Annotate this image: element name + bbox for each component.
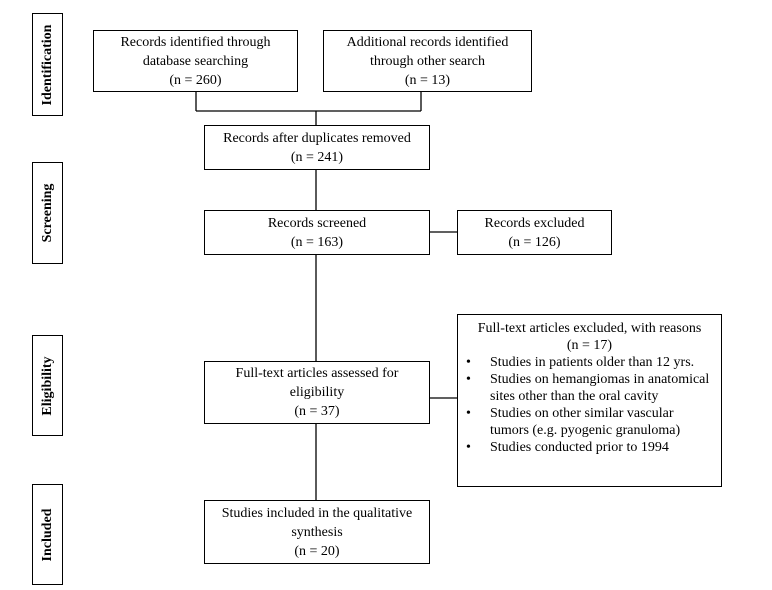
box-database-records: Records identified through database sear… xyxy=(93,30,298,92)
bullet-icon: • xyxy=(466,406,471,421)
records-excluded-count: (n = 126) xyxy=(508,234,561,250)
exclusion-reason-text: Studies conducted prior to 1994 xyxy=(490,440,669,455)
stage-identification: Identification xyxy=(32,13,63,116)
records-screened-count: (n = 163) xyxy=(290,234,344,250)
box-studies-included: Studies included in the qualitative synt… xyxy=(204,500,430,564)
duplicates-removed-label: Records after duplicates removed xyxy=(223,130,411,146)
stage-label-screening: Screening xyxy=(39,183,55,243)
bullet-icon: • xyxy=(466,440,471,455)
other-records-line2: through other search xyxy=(369,53,486,69)
other-records-line1: Additional records identified xyxy=(346,34,509,50)
exclusion-reason-text: Studies in patients older than 12 yrs. xyxy=(490,355,695,370)
studies-included-line1: Studies included in the qualitative xyxy=(221,505,413,521)
other-records-count: (n = 13) xyxy=(404,72,451,88)
studies-included-line2: synthesis xyxy=(291,524,343,540)
exclusion-reason-item: • Studies in patients older than 12 yrs. xyxy=(464,354,715,371)
studies-included-count: (n = 20) xyxy=(294,543,340,559)
box-records-excluded: Records excluded (n = 126) xyxy=(457,210,612,255)
exclusion-reason-item: • Studies on other similar vascular tumo… xyxy=(464,405,715,439)
box-other-records: Additional records identified through ot… xyxy=(323,30,532,92)
full-text-assessed-count: (n = 37) xyxy=(294,404,340,419)
duplicates-removed-count: (n = 241) xyxy=(290,149,344,165)
stage-eligibility: Eligibility xyxy=(32,335,63,436)
bullet-icon: • xyxy=(466,355,471,370)
database-records-line2: database searching xyxy=(142,53,249,69)
exclusion-reasons-list: • Studies in patients older than 12 yrs.… xyxy=(464,354,715,456)
stage-label-eligibility: Eligibility xyxy=(39,355,55,416)
box-records-screened: Records screened (n = 163) xyxy=(204,210,430,255)
exclusion-reason-text: Studies on hemangiomas in anatomical sit… xyxy=(490,372,710,404)
box-full-text-excluded: Full-text articles excluded, with reason… xyxy=(457,314,722,487)
box-duplicates-removed: Records after duplicates removed (n = 24… xyxy=(204,125,430,170)
records-screened-label: Records screened xyxy=(267,215,367,231)
stage-label-included: Included xyxy=(39,508,55,561)
full-text-assessed-line2: eligibility xyxy=(289,385,345,400)
full-text-assessed-line1: Full-text articles assessed for xyxy=(235,366,399,381)
box-full-text-assessed: Full-text articles assessed for eligibil… xyxy=(204,361,430,424)
full-text-excluded-count: (n = 17) xyxy=(566,338,613,353)
stage-included: Included xyxy=(32,484,63,585)
stage-screening: Screening xyxy=(32,162,63,264)
database-records-line1: Records identified through xyxy=(120,34,271,50)
stage-label-identification: Identification xyxy=(39,24,55,105)
exclusion-reason-text: Studies on other similar vascular tumors… xyxy=(490,406,681,438)
database-records-count: (n = 260) xyxy=(169,72,222,88)
exclusion-reason-item: • Studies on hemangiomas in anatomical s… xyxy=(464,371,715,405)
exclusion-reason-item: • Studies conducted prior to 1994 xyxy=(464,439,715,456)
bullet-icon: • xyxy=(466,372,471,387)
records-excluded-label: Records excluded xyxy=(484,215,585,231)
full-text-excluded-heading: Full-text articles excluded, with reason… xyxy=(477,321,702,336)
